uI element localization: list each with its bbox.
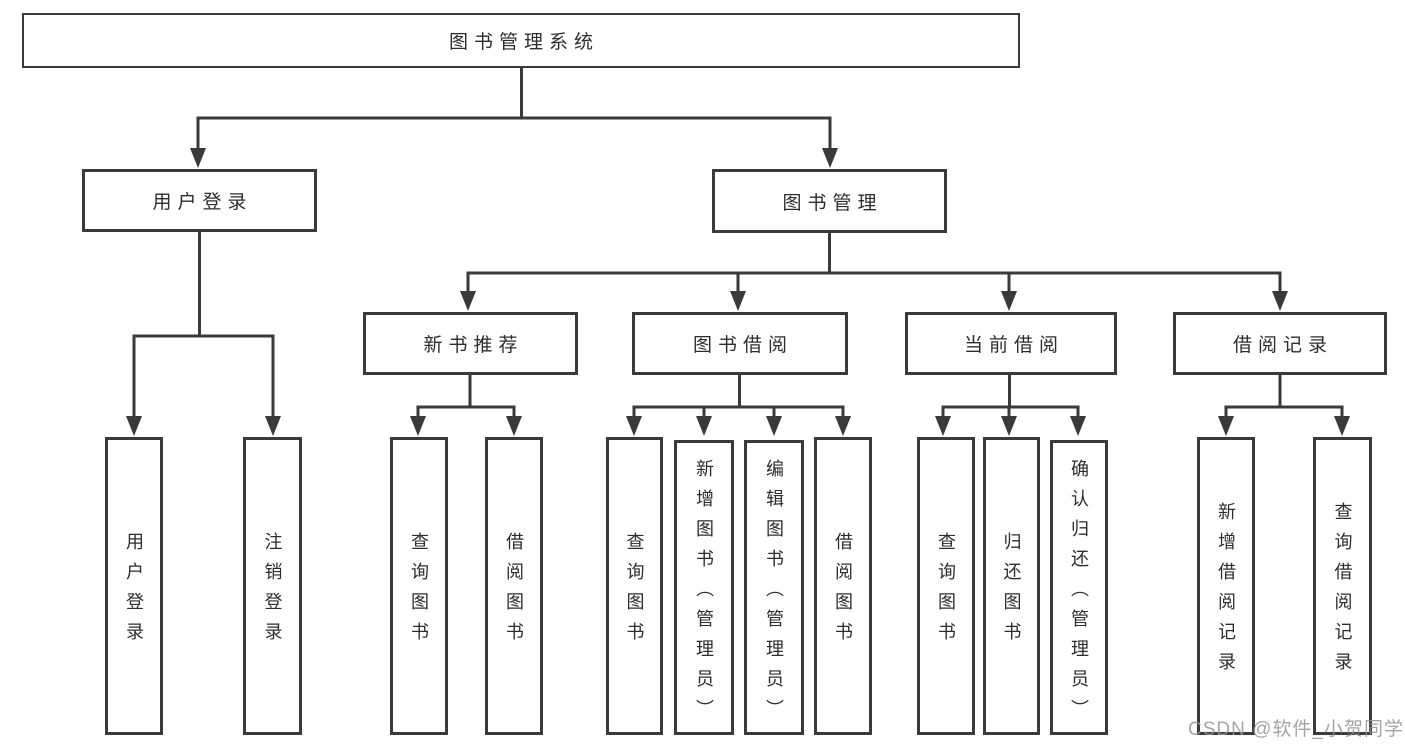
leaf-logout: 注销登录 [243,437,302,735]
watermark: CSDN @软件_小贺同学 [1188,719,1404,740]
leaf-label: 新增借阅记录 [1216,502,1236,682]
leaf-label: 编辑图书（管理员） [764,458,784,729]
node-library-management-system: 图书管理系统 [22,13,1020,68]
leaf-confirm-return-admin: 确认归还（管理员） [1050,440,1108,735]
leaf-label: 注销登录 [262,532,283,652]
node-new-book-recommendation: 新书推荐 [363,312,578,375]
leaf-label: 借阅图书 [833,532,853,652]
leaf-query-books-1: 查询图书 [390,437,448,735]
leaf-user-login: 用户登录 [105,437,163,735]
node-user-login: 用户登录 [82,169,317,232]
leaf-add-borrow-record: 新增借阅记录 [1197,437,1255,735]
leaf-label: 查询借阅记录 [1332,502,1353,682]
node-borrowing-records: 借阅记录 [1173,312,1387,375]
leaf-borrow-books-2: 借阅图书 [814,437,872,735]
leaf-query-borrow-record: 查询借阅记录 [1313,437,1372,735]
leaf-label: 归还图书 [1001,532,1022,652]
node-book-borrowing: 图书借阅 [632,312,848,375]
leaf-label: 查询图书 [409,532,429,652]
node-current-borrowing: 当前借阅 [905,312,1117,375]
leaf-edit-books-admin: 编辑图书（管理员） [744,440,804,735]
leaf-add-books-admin: 新增图书（管理员） [674,440,734,735]
leaf-label: 新增图书（管理员） [694,458,714,729]
leaf-label: 确认归还（管理员） [1069,458,1089,729]
leaf-label: 查询图书 [624,532,645,652]
leaf-query-books-3: 查询图书 [917,437,975,735]
leaf-borrow-books-1: 借阅图书 [485,437,543,735]
leaf-label: 用户登录 [124,532,144,652]
leaf-label: 查询图书 [936,532,956,652]
node-book-management: 图书管理 [712,169,947,233]
leaf-return-books: 归还图书 [983,437,1040,735]
leaf-query-books-2: 查询图书 [606,437,663,735]
leaf-label: 借阅图书 [504,532,524,652]
